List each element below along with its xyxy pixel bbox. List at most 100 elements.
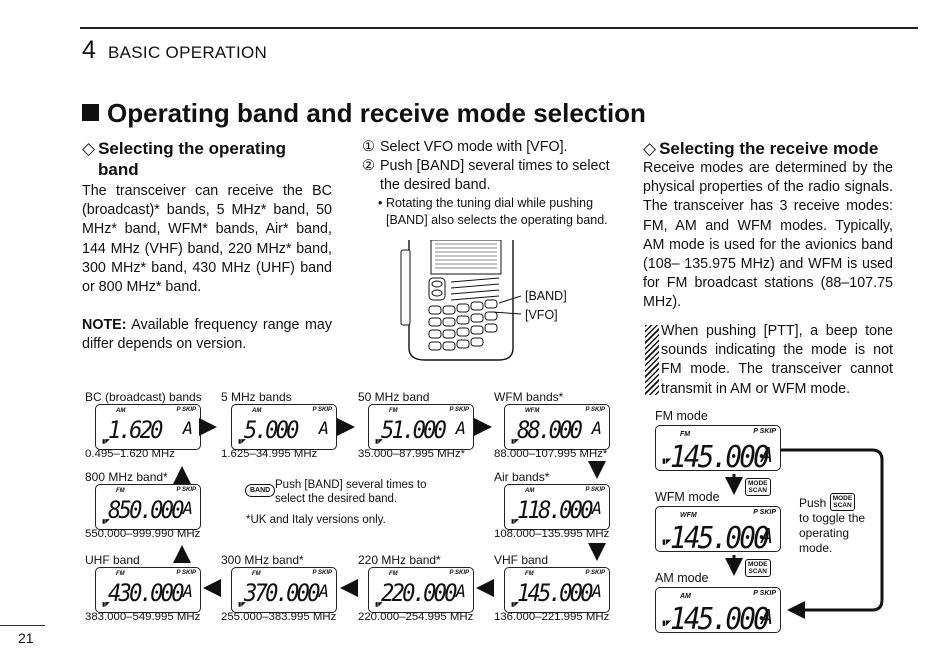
lcd-indicator-icon: ▮◤	[375, 439, 383, 445]
lcd-mode: WFM	[525, 408, 540, 414]
lcd-mode: AM	[252, 408, 262, 414]
diamond-icon: ◇	[643, 139, 657, 158]
right-column: ◇Selecting the receive mode Receive mode…	[643, 138, 893, 313]
lcd-pskip: P SKIP	[312, 407, 332, 413]
lcd-pskip: P SKIP	[753, 509, 776, 516]
lcd-pskip: P SKIP	[753, 428, 776, 435]
lcd-channel: A	[591, 582, 602, 602]
lcd-indicator-icon: ▮◤	[102, 602, 110, 608]
right-body: Receive modes are determined by the phys…	[643, 160, 893, 311]
lcd-frequency: 118.000	[517, 496, 594, 524]
section-title: Operating band and receive mode selectio…	[82, 98, 646, 129]
lcd-channel: A	[591, 499, 602, 519]
lcd-pskip: P SKIP	[449, 407, 469, 413]
band-range: 550.000–999.990 MHz	[85, 528, 201, 540]
lcd-mode: AM	[116, 408, 126, 414]
center-note-text: Push [BAND] several times to select the …	[275, 479, 427, 505]
band-range: 220.000–254.995 MHz	[358, 611, 474, 623]
band-caption: Air bands*	[494, 470, 550, 484]
lcd-channel: A	[182, 419, 193, 439]
left-column: ◇Selecting the operating band The transc…	[82, 138, 332, 355]
note-label: NOTE:	[82, 317, 127, 334]
lcd-channel: A	[455, 419, 466, 439]
band-range: 108.000–135.995 MHz	[494, 528, 610, 540]
lcd-channel: A	[318, 582, 329, 602]
lcd-channel: A	[455, 582, 466, 602]
lcd-indicator-icon: ▮◤	[238, 439, 246, 445]
mode-label: AM mode	[655, 571, 709, 585]
lcd-pskip: P SKIP	[176, 487, 196, 493]
diamond-icon: ◇	[82, 139, 96, 158]
note-paragraph: NOTE: Available frequency range may diff…	[82, 316, 332, 354]
band-range: 383.000–549.995 MHz	[85, 611, 201, 623]
band-caption: WFM bands*	[494, 390, 564, 404]
band-range: 88.000–107.995 MHz*	[494, 448, 608, 460]
lcd-frequency: 1.620	[108, 416, 163, 444]
band-range: 255.000–383.995 MHz	[221, 611, 337, 623]
hatched-note-icon	[645, 325, 659, 395]
band-caption: UHF band	[85, 553, 140, 567]
label-band: [BAND]	[525, 289, 567, 303]
lcd-indicator-icon: ▮◤	[238, 602, 246, 608]
lcd-pskip: P SKIP	[312, 570, 332, 576]
right-note: When pushing [PTT], a beep tone sounds i…	[661, 323, 893, 397]
lcd-indicator-icon: ▮◤	[662, 539, 672, 546]
lcd-channel: A	[760, 524, 773, 548]
lcd-pskip: P SKIP	[585, 407, 605, 413]
note-text: Available frequency range may differ dep…	[82, 317, 332, 353]
lcd-mode: AM	[680, 593, 691, 600]
band-caption: 5 MHz bands	[221, 390, 292, 404]
label-vfo: [VFO]	[525, 308, 558, 322]
band-button-icon: BAND	[245, 484, 276, 497]
lcd-frequency: 220.000	[381, 579, 458, 607]
lcd-mode: FM	[389, 571, 398, 577]
header-rule	[80, 27, 918, 29]
left-body: The transceiver can receive the BC (broa…	[82, 183, 332, 296]
lcd-mode: FM	[116, 571, 125, 577]
band-caption: 300 MHz band*	[221, 553, 304, 567]
lcd-pskip: P SKIP	[176, 570, 196, 576]
step-note: •Rotating the tuning dial while pushing …	[378, 196, 608, 227]
lcd-channel: A	[760, 443, 773, 467]
lcd-frequency: 370.000	[244, 579, 321, 607]
band-range: 35.000–87.995 MHz*	[358, 448, 466, 460]
footer-rule	[0, 625, 45, 626]
band-range: 0.495–1.620 MHz	[85, 448, 175, 460]
lcd-frequency: 430.000	[108, 579, 185, 607]
lcd-mode: FM	[116, 488, 125, 494]
lcd-pskip: P SKIP	[585, 487, 605, 493]
lcd-pskip: P SKIP	[449, 570, 469, 576]
lcd-frequency: 145.000	[670, 602, 770, 637]
lcd-mode: WFM	[680, 512, 697, 519]
band-range: 1.625–34.995 MHz	[221, 448, 318, 460]
lcd-indicator-icon: ▮◤	[102, 439, 110, 445]
mode-label: WFM mode	[655, 490, 720, 504]
radio-illustration	[400, 240, 522, 361]
center-note: BAND	[245, 479, 276, 497]
lcd-channel: A	[318, 419, 329, 439]
band-caption: VHF band	[494, 553, 549, 567]
left-heading-cont: band	[98, 160, 139, 179]
lcd-pskip: P SKIP	[585, 570, 605, 576]
lcd-indicator-icon: ▮◤	[662, 458, 672, 465]
lcd-mode: FM	[680, 431, 691, 438]
right-heading: ◇Selecting the receive mode	[643, 139, 879, 158]
lcd-frequency: 51.000	[381, 416, 447, 444]
band-range: 136.000–221.995 MHz	[494, 611, 610, 623]
